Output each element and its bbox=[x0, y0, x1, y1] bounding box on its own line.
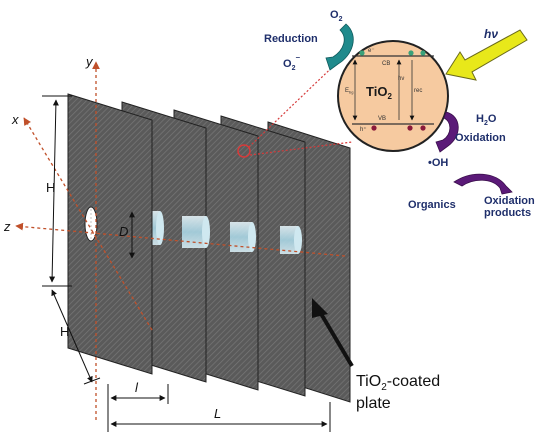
vb-label: VB bbox=[378, 116, 386, 122]
magnifier bbox=[237, 53, 353, 158]
y-axis-label: y bbox=[85, 54, 94, 69]
particle-label: TiO2 bbox=[366, 84, 392, 101]
oxidation-arrow bbox=[435, 111, 459, 153]
x-axis-label: x bbox=[11, 112, 19, 127]
hydroxyl-radical-label: •OH bbox=[428, 157, 448, 169]
channel-segment-3 bbox=[230, 222, 256, 252]
cb-label: CB bbox=[382, 61, 390, 67]
superoxide-label: O2⁻ bbox=[283, 54, 300, 72]
h2o-label: H2O bbox=[476, 113, 497, 127]
light-source: hν bbox=[445, 27, 528, 81]
tio2-particle: CB VB Ebg hν rec TiO2 e⁻ h⁺ bbox=[337, 40, 449, 152]
o2-label: O2 bbox=[330, 9, 343, 23]
electron-label: e⁻ bbox=[368, 48, 375, 54]
dimension-lines: H H D l L bbox=[42, 95, 331, 432]
hole-markers: h⁺ bbox=[360, 125, 426, 133]
magnifier-spot bbox=[237, 144, 251, 158]
x-axis bbox=[23, 117, 153, 331]
plate-label-line1: TiO2-coated bbox=[356, 373, 440, 393]
z-axis bbox=[15, 222, 346, 257]
z-axis-label: z bbox=[3, 219, 11, 234]
oxidation-products-line1: Oxidation bbox=[484, 195, 535, 207]
rec-label: rec bbox=[414, 88, 422, 94]
h-lower-label: H bbox=[60, 324, 69, 339]
light-arrow bbox=[445, 29, 528, 81]
coordinate-axes: x y z bbox=[3, 54, 346, 420]
reduction-label: Reduction bbox=[264, 33, 318, 45]
oxidation-process: H2O Oxidation •OH Organics Oxidation pro… bbox=[408, 111, 535, 219]
d-label: D bbox=[119, 224, 128, 239]
channel-segment-4 bbox=[280, 226, 302, 254]
big-l-label: L bbox=[214, 406, 221, 421]
l-label: l bbox=[135, 380, 139, 395]
coated-plate-callout: TiO2-coated plate bbox=[312, 298, 440, 412]
reduction-arrow bbox=[325, 23, 354, 71]
reduction-process: O2 Reduction O2⁻ bbox=[264, 9, 354, 72]
oxidation-label: Oxidation bbox=[455, 132, 506, 144]
h-lower-arrow bbox=[51, 289, 93, 383]
plate-label-line2: plate bbox=[356, 395, 391, 412]
band-gap-label: Ebg bbox=[345, 88, 353, 95]
hole-label: h⁺ bbox=[360, 126, 367, 133]
inner-hv-label: hν bbox=[398, 76, 404, 82]
callout-arrow bbox=[318, 310, 354, 368]
channel-segment-2 bbox=[182, 216, 210, 248]
oxidation-products-line2: products bbox=[484, 207, 531, 219]
light-hv-label: hν bbox=[484, 27, 498, 41]
h-upper-label: H bbox=[46, 180, 55, 195]
organics-label: Organics bbox=[408, 199, 456, 211]
h-upper-arrow bbox=[49, 99, 59, 283]
electron-markers: e⁻ bbox=[359, 48, 426, 56]
organics-arrow bbox=[453, 173, 513, 195]
